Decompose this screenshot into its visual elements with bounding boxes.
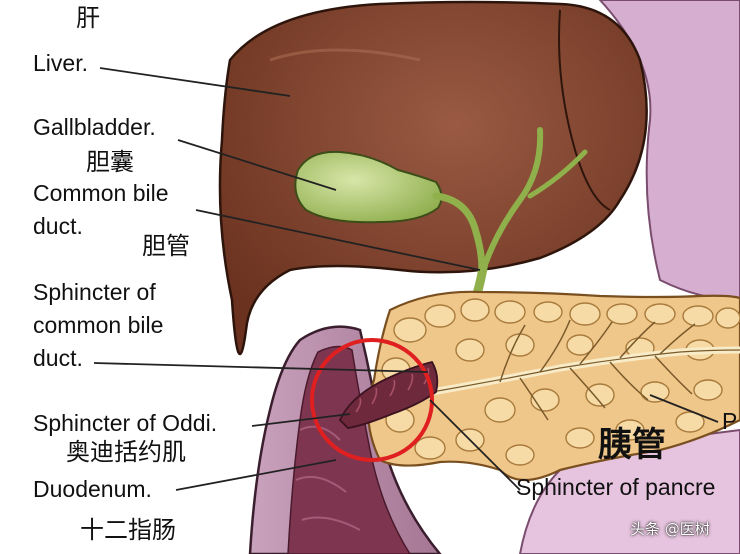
gallbladder-label-cn: 胆囊: [86, 148, 134, 176]
bile-duct-label-en-1: Common bile: [33, 180, 169, 206]
pancreatic-duct-branches: [499, 319, 696, 421]
pancreatic-sphincter-label-en: Sphincter of pancre: [516, 474, 716, 500]
liver-label-en: Liver.: [33, 50, 88, 76]
sphincter-cbd-label-2: common bile: [33, 312, 164, 338]
oddi-label-cn: 奥迪括约肌: [66, 438, 186, 466]
duodenum-label-cn: 十二指肠: [80, 516, 176, 544]
pancreas-label-en-cut: P: [722, 408, 738, 434]
leader-lines: [93, 67, 719, 491]
watermark-prefix: 头条: [630, 520, 661, 538]
sphincter-cbd-label-3: duct.: [33, 345, 83, 371]
liver-fissure: [558, 9, 611, 211]
hepatic-duct-left: [483, 127, 544, 265]
liver: [218, 0, 648, 356]
hepatic-duct-right: [527, 149, 588, 199]
oddi-label-en: Sphincter of Oddi.: [33, 410, 218, 436]
pancreatic-duct-label-cn: 胰管: [598, 425, 666, 465]
watermark: 头条 @医树: [630, 522, 710, 537]
gallbladder-label-en: Gallbladder.: [33, 114, 156, 140]
pancreas-lobules: [381, 298, 740, 466]
bile-duct-label-cn: 胆管: [142, 232, 190, 260]
red-circle-highlight-icon: [310, 338, 434, 462]
liver-label-cn: 肝: [76, 4, 100, 32]
duodenum-label-en: Duodenum.: [33, 476, 152, 502]
liver-shading: [269, 48, 421, 62]
pancreatic-duct-outline: [431, 349, 740, 393]
bile-duct-label-en-2: duct.: [33, 213, 83, 239]
watermark-handle: @医树: [664, 520, 710, 538]
sphincter-cbd-label-1: Sphincter of: [33, 279, 156, 305]
